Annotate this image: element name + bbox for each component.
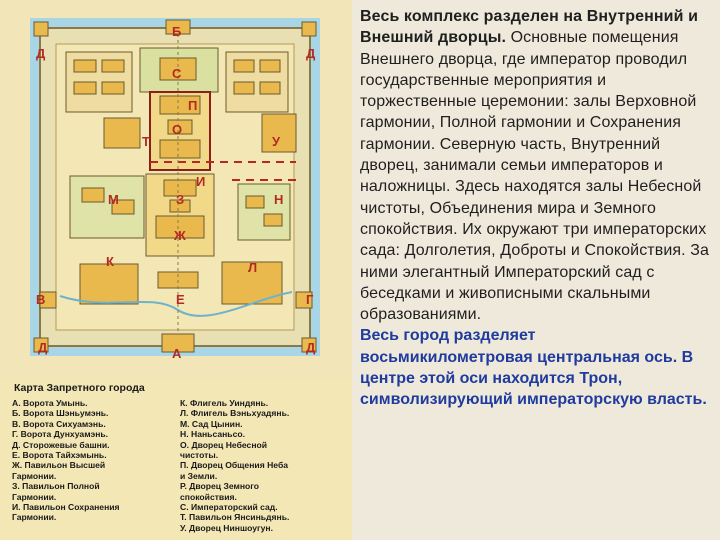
label-b: Б — [172, 24, 181, 39]
map-illustration: Б Д Д Д Д В Г А С П О Т У И З Ж М Н К Л … — [0, 0, 352, 380]
legend-item: Б. Ворота Шэньумэнь. — [12, 408, 109, 419]
garden-cining-hall — [111, 199, 135, 215]
gate-east — [295, 291, 313, 309]
hall-supreme-harmony — [155, 215, 205, 239]
legend-title: Карта Запретного города — [14, 382, 145, 394]
legend-item: Н. Наньсаньсо. — [180, 429, 245, 440]
label-k: К — [106, 254, 114, 269]
west-building-4 — [101, 81, 125, 95]
text-panel: Весь комплекс разделен на Внутренний и В… — [360, 6, 712, 534]
label-s: С — [172, 66, 182, 81]
east-building-3 — [233, 81, 255, 95]
legend-item: К. Флигель Уиндянь. — [180, 398, 269, 408]
legend-item: Г. Ворота Дунхуамэнь. — [12, 429, 109, 440]
label-t: Т — [142, 134, 150, 149]
watchtower-se — [301, 337, 317, 353]
legend-item: А. Ворота Умынь. — [12, 398, 88, 408]
label-d-se: Д — [306, 340, 316, 355]
label-d-sw: Д — [38, 340, 48, 355]
map-legend: Карта Запретного города А. Ворота Умынь.… — [12, 382, 348, 538]
legend-item: И. Павильон Сохранения Гармонии. — [12, 502, 120, 523]
watchtower-sw — [33, 337, 49, 353]
legend-item: В. Ворота Сихуамэнь. — [12, 418, 106, 429]
label-g: Г — [306, 292, 314, 307]
east-building-4 — [259, 81, 281, 95]
label-z: З — [176, 192, 184, 207]
accent-paragraph: Весь город разделяет восьмикилометровая … — [360, 327, 707, 409]
legend-item: Д. Сторожевые башни. — [12, 439, 110, 450]
legend-item: М. Сад Цынин. — [180, 418, 243, 429]
garden-cining-pavilion — [81, 187, 105, 203]
hall-union — [167, 119, 193, 135]
palace-earthly-tranquility — [159, 139, 201, 159]
nansansuo-building-1 — [245, 195, 265, 209]
ningshougong-palace — [261, 113, 297, 153]
legend-item: П. Дворец Общения Неба и Земли. — [180, 460, 289, 481]
legend-item: З. Павильон Полной Гармонии. — [12, 481, 100, 502]
legend-item: Р. Дворец Земного спокойствия. — [180, 481, 260, 502]
label-i: И — [196, 174, 205, 189]
yangxindian-pavilion — [103, 117, 141, 149]
legend-column-right: К. Флигель Уиндянь. Л. Флигель Вэньхуадя… — [180, 398, 348, 533]
forbidden-city-map: Б Д Д Д Д В Г А С П О Т У И З Ж М Н К Л … — [0, 0, 352, 540]
east-building-1 — [233, 59, 255, 73]
legend-column-left: А. Ворота Умынь. Б. Ворота Шэньумэнь. В.… — [12, 398, 180, 533]
legend-item: С. Императорский сад. — [180, 502, 278, 513]
label-v: В — [36, 292, 45, 307]
label-a: А — [172, 346, 182, 361]
legend-item: Т. Павильон Янсиньдянь. — [180, 512, 290, 523]
west-building-3 — [73, 81, 97, 95]
watchtower-ne — [301, 21, 317, 37]
body-text: Основные помещения Внешнего дворца, где … — [360, 29, 709, 324]
label-d-nw: Д — [36, 46, 46, 61]
wuyingdian-wing — [79, 263, 139, 305]
label-o: О — [172, 122, 182, 137]
description-paragraph: Весь комплекс разделен на Внутренний и В… — [360, 6, 712, 325]
legend-item: О. Дворец Небесной чистоты. — [180, 439, 268, 461]
legend-item: Ж. Павильон Высшей Гармонии. — [12, 460, 106, 481]
legend-columns: А. Ворота Умынь. Б. Ворота Шэньумэнь. В.… — [12, 398, 348, 533]
nansansuo — [237, 183, 291, 241]
label-d-ne: Д — [306, 46, 316, 61]
label-n: Н — [274, 192, 283, 207]
palace-heavenly-purity — [159, 95, 201, 115]
hall-central-harmony — [169, 199, 191, 213]
hall-preserving-harmony — [163, 179, 197, 197]
east-building-2 — [259, 59, 281, 73]
intro-sentence: Весь комплекс разделен на Внутренний и В… — [360, 8, 699, 47]
nansansuo-building-2 — [263, 213, 283, 227]
west-building-1 — [73, 59, 97, 73]
label-zh: Ж — [173, 228, 186, 243]
label-l: Л — [248, 260, 257, 275]
west-building-2 — [101, 59, 125, 73]
imperial-garden — [139, 47, 219, 93]
watchtower-nw — [33, 21, 49, 37]
label-m: М — [108, 192, 119, 207]
label-u: У — [272, 134, 281, 149]
gate-west — [39, 291, 57, 309]
legend-item: Е. Ворота Тайхэмынь. — [12, 450, 107, 461]
gate-south — [161, 333, 195, 353]
label-e: Е — [176, 292, 185, 307]
legend-item: У. Дворец Ниншоугун. — [180, 522, 273, 533]
legend-item: Л. Флигель Вэньхуадянь. — [180, 408, 290, 419]
label-p: П — [188, 98, 197, 113]
